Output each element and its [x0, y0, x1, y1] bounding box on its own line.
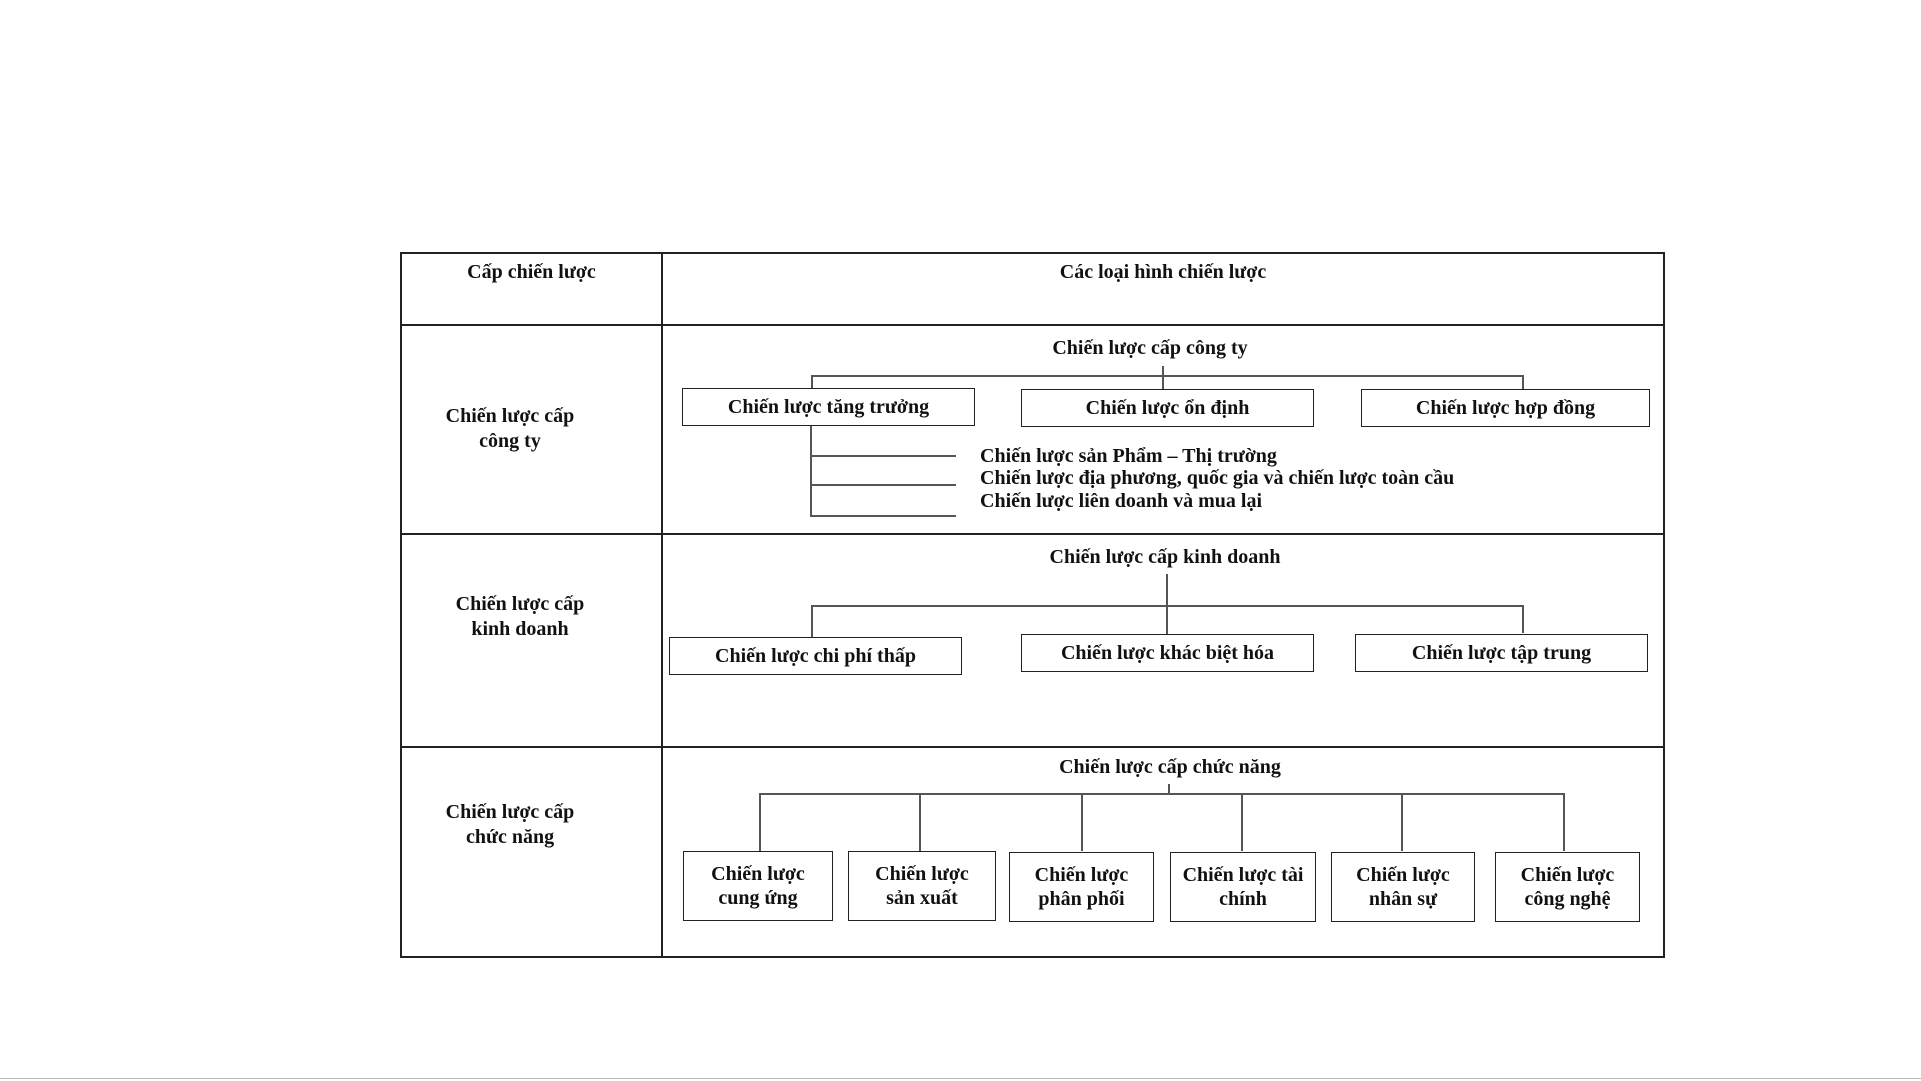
row-divider-2	[400, 746, 1665, 748]
box-contract-strategy: Chiến lược hợp đồng	[1361, 389, 1650, 427]
row-level-corporate: Chiến lược cấp công ty	[445, 405, 575, 452]
row-level-business: Chiến lược cấp kinh doanh	[455, 593, 585, 640]
row-divider-1	[400, 533, 1665, 535]
box-finance-strategy: Chiến lược tài chính	[1170, 852, 1316, 922]
functional-drop-6	[1563, 793, 1565, 851]
box-production-strategy: Chiến lược sản xuất	[848, 851, 996, 921]
header-level-label: Cấp chiến lược	[467, 261, 596, 283]
box-differentiation-strategy: Chiến lược khác biệt hóa	[1021, 634, 1314, 672]
box-distribution-strategy: Chiến lược phân phối	[1009, 852, 1154, 922]
box-focus-strategy: Chiến lược tập trung	[1355, 634, 1648, 672]
strategy-table	[400, 252, 1665, 958]
box-technology-strategy: Chiến lược công nghệ	[1495, 852, 1640, 922]
business-title: Chiến lược cấp kinh doanh	[1049, 546, 1281, 568]
functional-connector-bar	[759, 793, 1565, 795]
business-connector-bar	[811, 605, 1524, 607]
row-level-functional: Chiến lược cấp chức năng	[445, 801, 575, 848]
corporate-connector-drop-3	[1522, 375, 1524, 389]
business-connector-drop-3	[1522, 605, 1524, 633]
functional-drop-5	[1401, 793, 1403, 851]
sub-item-product-market: Chiến lược sản Phẩm – Thị trường	[980, 445, 1277, 467]
box-growth-strategy: Chiến lược tăng trưởng	[682, 388, 975, 426]
corporate-connector-bar	[811, 375, 1524, 377]
functional-drop-2	[919, 793, 921, 851]
business-connector-drop-1	[811, 605, 813, 637]
row-divider-header	[400, 324, 1665, 326]
sub-item-local-global: Chiến lược địa phương, quốc gia và chiến…	[980, 467, 1455, 489]
corporate-connector-drop-1	[811, 375, 813, 389]
box-supply-strategy: Chiến lược cung ứng	[683, 851, 833, 921]
corporate-connector-stem	[1162, 366, 1164, 389]
box-hr-strategy: Chiến lược nhân sự	[1331, 852, 1475, 922]
box-stability-strategy: Chiến lược ổn định	[1021, 389, 1314, 427]
growth-branch-2	[810, 484, 956, 486]
growth-branch-stem	[810, 426, 812, 517]
box-low-cost-strategy: Chiến lược chi phí thấp	[669, 637, 962, 675]
functional-drop-4	[1241, 793, 1243, 851]
sub-item-jv-acquisition: Chiến lược liên doanh và mua lại	[980, 490, 1263, 512]
page-bottom-line	[0, 1078, 1921, 1079]
column-divider	[661, 252, 663, 958]
functional-connector-stem	[1168, 784, 1170, 795]
functional-drop-1	[759, 793, 761, 851]
functional-title: Chiến lược cấp chức năng	[1059, 756, 1281, 778]
growth-branch-3	[810, 515, 956, 517]
corporate-title: Chiến lược cấp công ty	[1052, 337, 1248, 359]
growth-branch-1	[810, 455, 956, 457]
functional-drop-3	[1081, 793, 1083, 851]
header-types-label: Các loại hình chiến lược	[1059, 261, 1267, 283]
